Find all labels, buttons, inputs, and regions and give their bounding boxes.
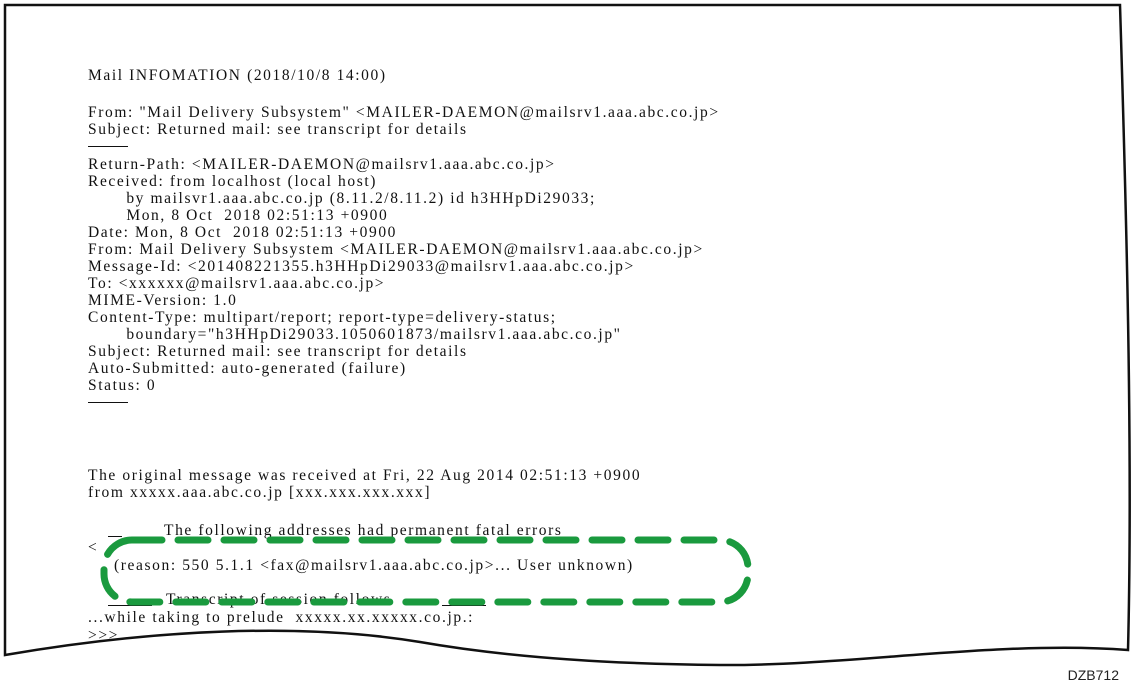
divider	[108, 536, 122, 537]
transcript-heading: Transcript of session follows	[166, 591, 392, 608]
body-line: Auto-Submitted: auto-generated (failure)	[88, 360, 407, 377]
divider	[442, 605, 486, 606]
body-line: boundary="h3HHpDi29033.1050601873/mailsr…	[88, 326, 622, 343]
body-line: Mon, 8 Oct 2018 02:51:13 +0900	[88, 207, 389, 224]
body-line: Date: Mon, 8 Oct 2018 02:51:13 +0900	[88, 224, 398, 241]
original-received: The original message was received at Fri…	[88, 467, 642, 484]
errors-heading: The following addresses had permanent fa…	[164, 522, 563, 539]
divider	[108, 605, 152, 606]
body-line: Status: 0	[88, 377, 157, 394]
body-line: by mailsvr1.aaa.abc.co.jp (8.11.2/8.11.2…	[88, 190, 596, 207]
prelude-line: ...while taking to prelude xxxxx.xx.xxxx…	[88, 609, 475, 626]
header-subject: Subject: Returned mail: see transcript f…	[88, 121, 468, 138]
body-line: Subject: Returned mail: see transcript f…	[88, 343, 468, 360]
header-from: From: "Mail Delivery Subsystem" <MAILER-…	[88, 104, 720, 121]
body-line: Return-Path: <MAILER-DAEMON@mailsrv1.aaa…	[88, 156, 556, 173]
body-line: Content-Type: multipart/report; report-t…	[88, 309, 557, 326]
original-from: from xxxxx.aaa.abc.co.jp [xxx.xxx.xxx.xx…	[88, 484, 432, 501]
body-line: From: Mail Delivery Subsystem <MAILER-DA…	[88, 241, 704, 258]
body-line: Received: from localhost (local host)	[88, 173, 378, 190]
mail-title: Mail INFOMATION (2018/10/8 14:00)	[88, 67, 387, 84]
figure-id: DZB712	[1067, 667, 1119, 683]
body-line: Message-Id: <201408221355.h3HHpDi29033@m…	[88, 258, 635, 275]
error-line-prefix: <	[88, 539, 99, 556]
divider	[88, 402, 128, 403]
last-line: >>>	[88, 627, 120, 644]
error-reason: (reason: 550 5.1.1 <fax@mailsrv1.aaa.abc…	[114, 557, 634, 574]
body-line: To: <xxxxxx@mailsrv1.aaa.abc.co.jp>	[88, 275, 386, 292]
divider	[88, 146, 128, 147]
body-line: MIME-Version: 1.0	[88, 292, 238, 309]
